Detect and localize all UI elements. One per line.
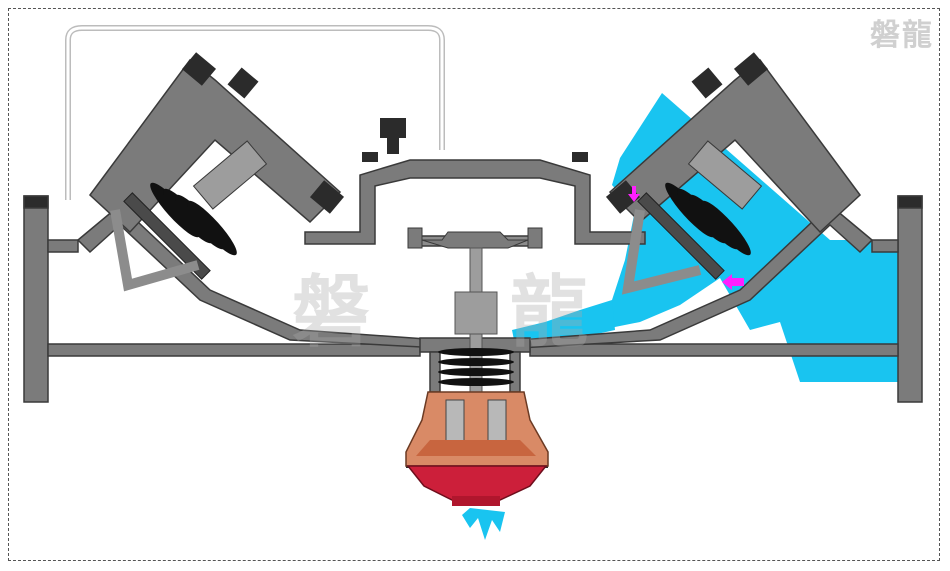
valve-seats xyxy=(407,227,543,249)
diagram-frame xyxy=(8,8,940,561)
water-jet-icon xyxy=(462,508,505,540)
watermark-corner: 磐龍 xyxy=(870,18,934,53)
water-region xyxy=(462,93,898,540)
left-check-valve xyxy=(110,140,268,292)
watermark-center-right: 龍 xyxy=(510,267,591,358)
watermark-center-left: 磐 xyxy=(292,267,373,358)
spring-icon xyxy=(665,182,751,256)
bolts xyxy=(181,52,769,468)
spring-icon xyxy=(438,348,514,386)
spring-icon xyxy=(150,182,237,256)
relief-valve-housing xyxy=(405,391,549,506)
right-check-valve xyxy=(621,140,763,295)
arrow-icon xyxy=(628,186,744,290)
valve-body xyxy=(23,58,923,403)
